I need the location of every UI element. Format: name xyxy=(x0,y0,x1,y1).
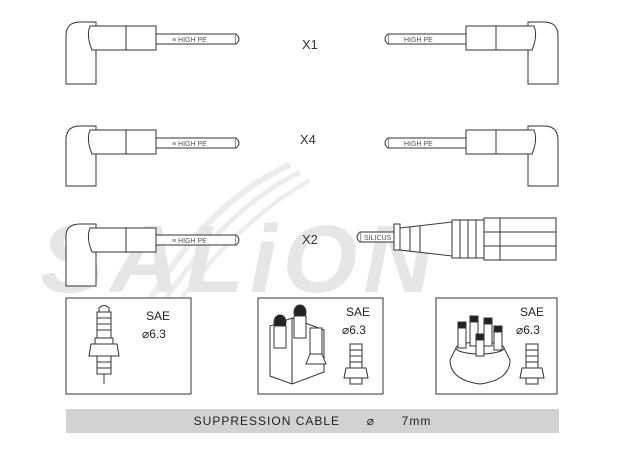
lead-angled-right-1: HIGH PE xyxy=(384,21,559,85)
cable-print: ≡ HIGH PE xyxy=(172,238,207,245)
terminal-small-icon xyxy=(519,343,545,385)
terminal-diameter: ⌀6.3 xyxy=(516,323,540,337)
terminal-standard: SAE xyxy=(520,305,544,319)
watermark: SALiON xyxy=(40,162,439,313)
spark-plug-icon xyxy=(88,305,120,384)
lead-angled-left-1: ≡ HIGH PE xyxy=(65,21,240,85)
cable-print: HIGH PE xyxy=(404,141,433,148)
cable-spec-size: 7mm xyxy=(401,414,432,428)
row-quantity: X1 xyxy=(302,37,318,52)
terminal-box-spark-plug xyxy=(65,297,192,395)
terminal-diameter: ⌀6.3 xyxy=(142,327,166,341)
terminal-standard: SAE xyxy=(146,309,170,323)
cable-print: SILICUS xyxy=(364,235,392,242)
cable-spec-bar: SUPPRESSION CABLE ⌀ 7mm xyxy=(66,409,559,433)
lead-angled-right-2: HIGH PE xyxy=(384,125,559,187)
lead-straight-right: SILICUS xyxy=(356,217,557,261)
terminal-diameter: ⌀6.3 xyxy=(342,323,366,337)
watermark-swoosh xyxy=(147,162,292,302)
distributor-cap-icon xyxy=(269,304,327,385)
watermark-swoosh xyxy=(178,178,311,302)
lead-angled-left-2: ≡ HIGH PE xyxy=(65,125,240,187)
lead-angled-left-3: ≡ HIGH PE xyxy=(65,223,240,287)
terminal-small-icon xyxy=(343,343,369,385)
cable-spec-label: SUPPRESSION CABLE xyxy=(193,414,341,428)
watermark-text: SALiON xyxy=(40,206,439,313)
cable-print: HIGH PE xyxy=(404,37,433,44)
watermark-swoosh xyxy=(162,169,302,302)
row-quantity: X2 xyxy=(302,232,318,247)
row-quantity: X4 xyxy=(300,132,316,147)
terminal-standard: SAE xyxy=(346,305,370,319)
diameter-symbol: ⌀ xyxy=(366,414,375,428)
cable-print: ≡ HIGH PE xyxy=(172,141,207,148)
distributor-icon xyxy=(449,315,511,385)
cable-print: ≡ HIGH PE xyxy=(172,37,207,44)
